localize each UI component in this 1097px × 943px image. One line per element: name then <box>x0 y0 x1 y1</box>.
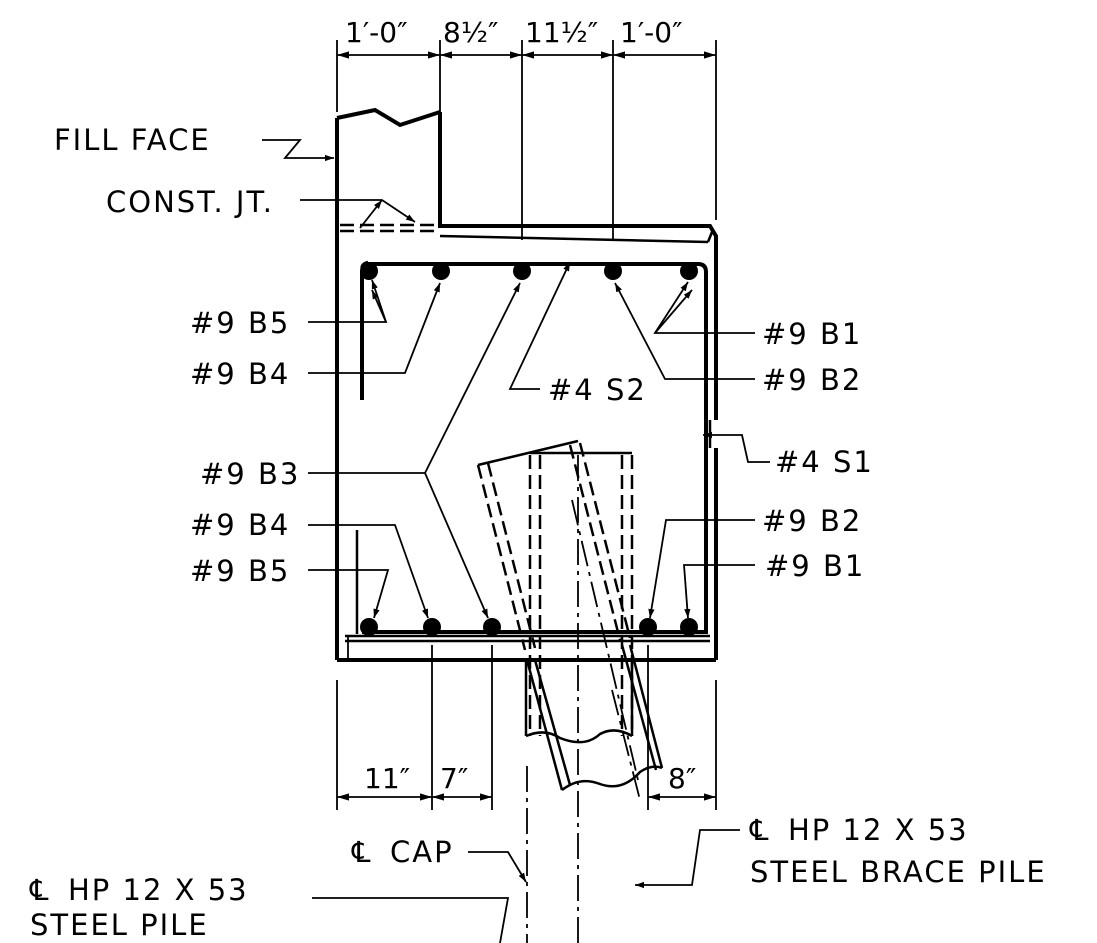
label-cl-brace-1: HP 12 X 53 <box>788 813 969 847</box>
centerline-symbol-brace: ℄ <box>749 813 771 847</box>
dim-top-3: 11½″ <box>525 16 598 49</box>
leader-lines <box>262 139 770 943</box>
bar-b1-bot <box>680 618 698 636</box>
labels: FILL FACE CONST. JT. #9 B5 #9 B4 #9 B1 #… <box>29 123 1047 942</box>
label-b5-bot: #9 B5 <box>190 554 290 588</box>
cap-outline <box>335 107 718 662</box>
rebar-cage <box>345 260 710 643</box>
top-dimension-string: 1′-0″ 8½″ 11½″ 1′-0″ <box>336 16 717 240</box>
label-b1-top: #9 B1 <box>762 317 862 351</box>
label-cl-pile-1: HP 12 X 53 <box>68 873 249 907</box>
bar-b3-top <box>513 262 531 280</box>
dim-top-1: 1′-0″ <box>345 16 408 49</box>
dim-top-4: 1′-0″ <box>620 16 683 49</box>
label-s1: #4 S1 <box>775 445 874 479</box>
label-b2-bot: #9 B2 <box>762 504 862 538</box>
label-const-jt: CONST. JT. <box>106 185 274 219</box>
steel-piles <box>476 439 664 943</box>
label-b4-top: #9 B4 <box>190 357 290 391</box>
dim-bot-3: 8″ <box>668 762 696 795</box>
bar-b5-bot <box>360 618 378 636</box>
label-b3: #9 B3 <box>200 457 300 491</box>
centerline-symbol-pile: ℄ <box>29 873 51 907</box>
dim-top-2: 8½″ <box>443 16 498 49</box>
label-b1-bot: #9 B1 <box>765 549 865 583</box>
label-s2: #4 S2 <box>548 373 647 407</box>
label-cl-brace-2: STEEL BRACE PILE <box>750 855 1047 889</box>
bottom-dimension-string: 11″ 7″ 8″ <box>336 645 717 810</box>
bar-b5-top <box>360 262 378 280</box>
bar-b1-top <box>680 262 698 280</box>
bar-b2-bot <box>639 618 657 636</box>
bar-b4-bot <box>423 618 441 636</box>
centerline-symbol-cap: ℄ <box>351 835 373 869</box>
label-b5-top: #9 B5 <box>190 306 290 340</box>
bar-b4-top <box>432 262 450 280</box>
label-cl-cap: CAP <box>390 835 454 869</box>
bar-b2-top <box>604 262 622 280</box>
label-fill-face: FILL FACE <box>54 123 211 157</box>
dim-bot-1: 11″ <box>364 762 410 795</box>
label-b4-bot: #9 B4 <box>190 508 290 542</box>
label-cl-pile-2: STEEL PILE <box>30 908 209 942</box>
bar-b3-bot <box>483 618 501 636</box>
dim-bot-2: 7″ <box>440 762 468 795</box>
label-b2-top: #9 B2 <box>762 363 862 397</box>
